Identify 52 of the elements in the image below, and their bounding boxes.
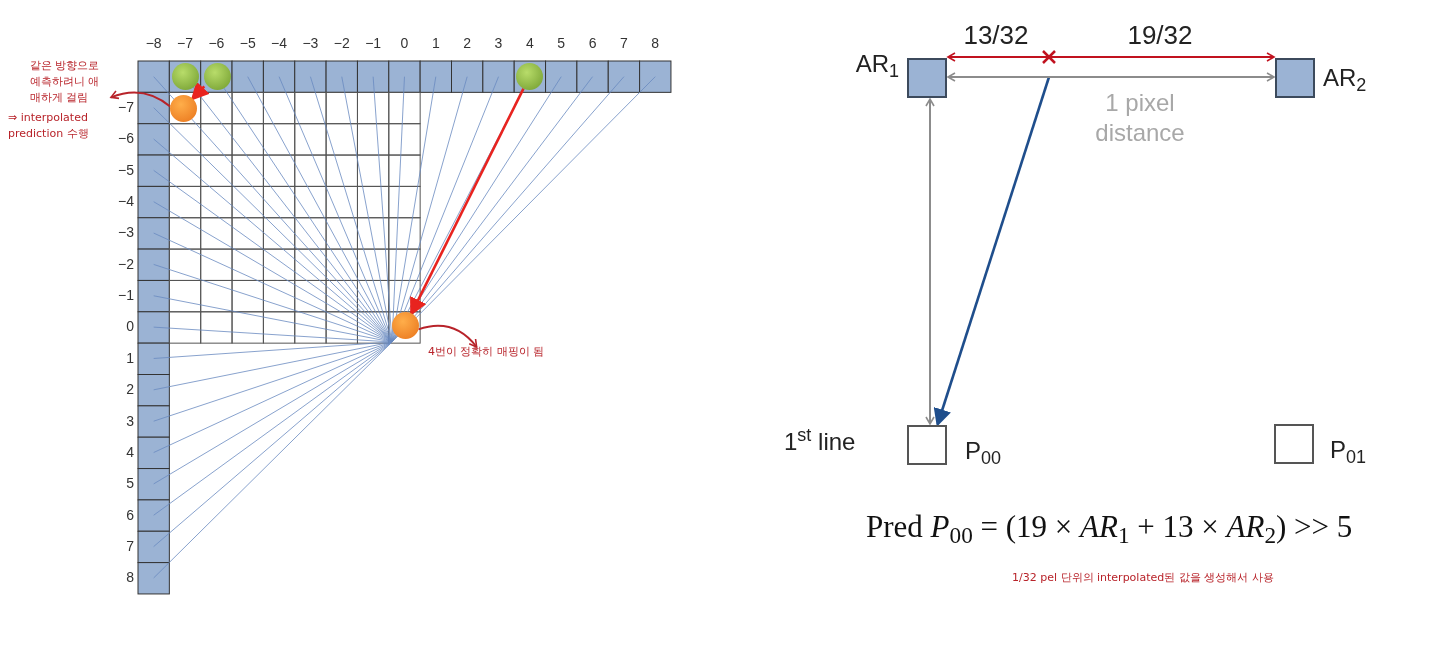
axis-number: −3 bbox=[301, 34, 320, 52]
axis-number: 6 bbox=[587, 34, 598, 52]
axis-number: −6 bbox=[207, 34, 226, 52]
annotation: 1/32 pel 단위의 interpolated된 값을 생성해서 사용 bbox=[1012, 570, 1274, 586]
axis-number: 2 bbox=[125, 380, 134, 399]
annotation: 4번이 정확히 매핑이 됨 bbox=[428, 344, 598, 360]
axis-number: −2 bbox=[117, 254, 134, 273]
axis-number: 1 bbox=[125, 348, 134, 367]
axis-number: 5 bbox=[125, 474, 134, 493]
axis-number: −8 bbox=[144, 34, 163, 52]
axis-number: 4 bbox=[524, 34, 535, 52]
pixel-label: AR$_{2}$ bbox=[1323, 63, 1367, 96]
dimension-label: 19/32 bbox=[1126, 19, 1194, 52]
axis-number: 0 bbox=[125, 317, 134, 336]
axis-number: 3 bbox=[493, 34, 504, 52]
dimension-label: 13/32 bbox=[962, 19, 1030, 52]
axis-number: 2 bbox=[462, 34, 473, 52]
axis-number: −7 bbox=[176, 34, 194, 52]
axis-number: −7 bbox=[117, 98, 134, 116]
axis-number: −5 bbox=[238, 34, 257, 52]
axis-number: −5 bbox=[117, 160, 134, 179]
axis-number: 7 bbox=[125, 536, 134, 555]
axis-number: −6 bbox=[117, 129, 134, 148]
axis-number: −3 bbox=[117, 223, 134, 242]
axis-number: −1 bbox=[364, 34, 383, 52]
curved-arrow bbox=[947, 72, 1275, 82]
row-label: 1$^{st}$ line bbox=[784, 424, 856, 457]
axis-number: 3 bbox=[125, 411, 134, 430]
axis-number: 7 bbox=[619, 34, 629, 52]
curved-arrow bbox=[417, 324, 478, 348]
axis-number: 4 bbox=[125, 442, 134, 461]
curved-arrow bbox=[190, 81, 210, 101]
axis-number: 6 bbox=[125, 505, 134, 524]
formula: Pred P$_{00}$ = (19 × AR$_{1}$ + 13 × AR$_{2}$) >> 5 bbox=[866, 508, 1353, 550]
axis-number: 1 bbox=[430, 34, 441, 52]
pixel-label: P$_{01}$ bbox=[1330, 435, 1367, 468]
axis-number: 8 bbox=[125, 568, 134, 587]
curved-arrow bbox=[925, 98, 935, 425]
axis-number: 5 bbox=[556, 34, 567, 52]
curved-arrow bbox=[933, 76, 1051, 427]
annotation: ⇒ interpolated prediction 수행 bbox=[8, 110, 90, 142]
axis-number: −4 bbox=[117, 192, 134, 211]
axis-number: −4 bbox=[270, 34, 289, 52]
pixel-label: P$_{00}$ bbox=[965, 436, 1002, 469]
axis-number: −2 bbox=[332, 34, 351, 52]
curved-arrow bbox=[110, 90, 172, 108]
pixel-label: AR$_{1}$ bbox=[855, 49, 899, 82]
axis-number: −1 bbox=[117, 286, 134, 305]
axis-number: 0 bbox=[399, 34, 410, 52]
annotation: 같은 방향으로 예측하려니 애매하게 걸림 bbox=[30, 58, 110, 106]
curved-arrow bbox=[947, 52, 1275, 62]
axis-number: 8 bbox=[650, 34, 661, 52]
